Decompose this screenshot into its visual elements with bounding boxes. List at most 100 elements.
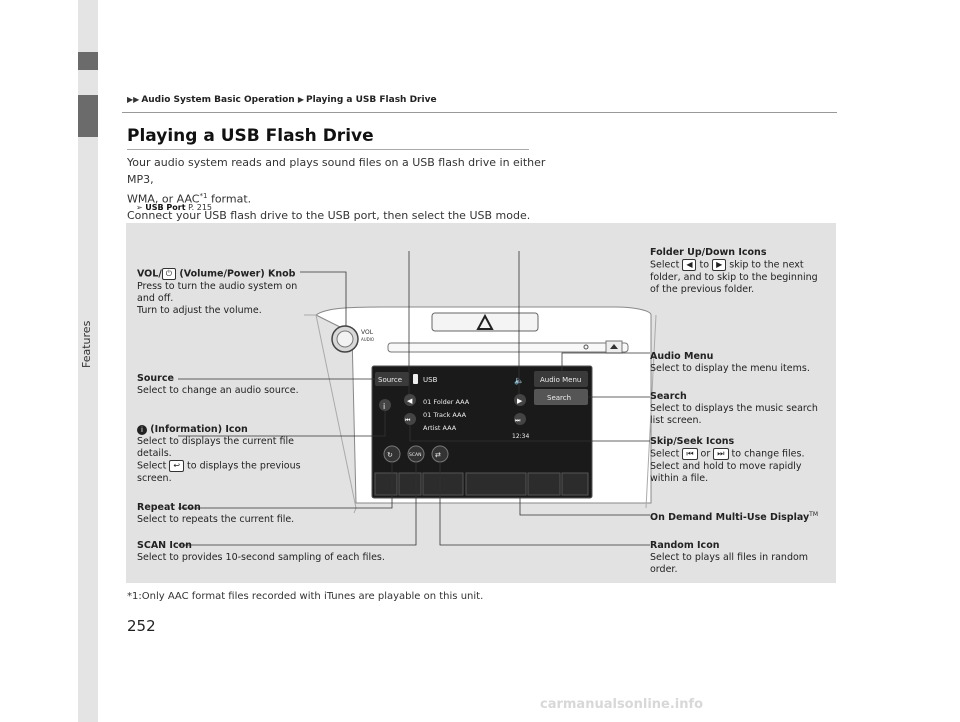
info-icon: i [383, 402, 385, 411]
skip-title: Skip/Seek Icons [650, 436, 735, 447]
xref-arrow-icon: ➢ [136, 203, 143, 212]
side-tab [78, 0, 98, 722]
callout-lines [178, 251, 650, 546]
source-button-label: Source [378, 376, 402, 384]
audio-menu-button[interactable] [534, 371, 588, 387]
cross-reference[interactable]: ➢ USB Port P. 215 [136, 203, 212, 212]
folder-down-button[interactable] [404, 394, 416, 406]
footnote-ref: *1 [199, 192, 208, 200]
watermark: carmanualsonline.info [540, 697, 704, 712]
random-desc-2: order. [650, 564, 678, 575]
folder-desc-1b: to [696, 259, 713, 271]
random-title: Random Icon [650, 540, 720, 551]
scan-desc: Select to provides 10-second sampling of… [137, 552, 385, 563]
scan-label: SCAN [409, 452, 421, 458]
dashboard-edge-right [645, 314, 657, 509]
callout-skip: Skip/Seek Icons Select ⏮ or ⏭ to change … [650, 436, 805, 485]
callout-on-demand: On Demand Multi-Use DisplayTM [650, 509, 818, 524]
od-seat-heater[interactable] [398, 472, 422, 496]
intro-line-2b: format. [207, 192, 252, 206]
callout-repeat: Repeat Icon Select to repeats the curren… [137, 502, 294, 526]
folder-desc-1c: skip to the next [726, 259, 804, 271]
skip-forward-icon: ⏭ [515, 417, 521, 424]
breadcrumb-section[interactable]: Audio System Basic Operation [141, 95, 295, 105]
folder-down-icon: ◀ [682, 259, 697, 271]
dashboard-edge-left [304, 314, 357, 514]
od-seat-heater-right[interactable] [561, 472, 589, 496]
intro-text: Your audio system reads and plays sound … [127, 155, 567, 225]
source-button[interactable] [375, 372, 409, 386]
hazard-bezel [431, 312, 539, 332]
search-button[interactable] [534, 389, 588, 405]
side-tab-marker-active [78, 95, 98, 137]
od-climate[interactable] [527, 472, 561, 496]
search-desc-2: list screen. [650, 415, 702, 426]
random-icon: ⇄ [435, 451, 441, 459]
header-divider [122, 112, 837, 113]
callout-audio-menu: Audio Menu Select to display the menu it… [650, 351, 810, 375]
breadcrumb-page: Playing a USB Flash Drive [305, 95, 437, 105]
xref-label[interactable]: USB Port [145, 203, 186, 212]
vol-label: VOL [361, 329, 374, 336]
power-icon: ⏻ [161, 268, 177, 280]
side-tab-marker [78, 52, 98, 70]
info-button[interactable] [379, 399, 391, 411]
folder-name: 01 Folder AAA [423, 398, 470, 406]
info-desc-3a: Select [137, 460, 170, 472]
vol-desc-2: and off. [137, 292, 174, 304]
ondemand-title: On Demand Multi-Use Display [650, 512, 810, 524]
breadcrumb-arrow-icon: ▶▶ [127, 95, 140, 104]
random-desc-1: Select to plays all files in random [650, 552, 809, 563]
skip-back-button[interactable] [404, 413, 416, 425]
folder-up-button[interactable] [514, 394, 526, 406]
title-underline [127, 149, 529, 150]
vol-desc-1: Press to turn the audio system on [137, 280, 298, 292]
info-title: (Information) Icon [147, 424, 248, 435]
slot-indicator [583, 344, 589, 350]
skip-forward-button[interactable] [514, 413, 526, 425]
menu-desc: Select to display the menu items. [650, 363, 810, 374]
intro-line-2a: WMA, or AAC [127, 192, 200, 206]
folder-up-icon: ▶ [517, 397, 523, 405]
callout-random: Random Icon Select to plays all files in… [650, 540, 808, 576]
breadcrumb-arrow-icon: ▶ [297, 95, 304, 104]
artist-name: Artist AAA [423, 424, 457, 432]
skip-back-icon: ⏮ [682, 448, 698, 460]
skip-desc-1b: or [697, 448, 714, 460]
head-unit-diagram: VOL AUDIO Source USB 🔈 Audio Menu Search… [178, 251, 657, 546]
info-icon: i [137, 424, 147, 435]
disc-slot [387, 342, 629, 353]
page-number: 252 [127, 617, 156, 635]
skip-desc-2: Select and hold to move rapidly [650, 460, 802, 472]
folder-down-icon: ◀ [407, 397, 413, 405]
intro-line-3: Connect your USB flash drive to the USB … [127, 209, 531, 223]
vol-desc-3: Turn to adjust the volume. [137, 304, 262, 316]
callout-vol-knob: VOL/⏻ (Volume/Power) Knob Press to turn … [137, 268, 297, 317]
repeat-desc: Select to repeats the current file. [137, 514, 295, 525]
folder-desc-1a: Select [650, 259, 683, 271]
menu-title: Audio Menu [650, 351, 714, 362]
folder-up-icon: ▶ [712, 259, 727, 271]
audio-menu-label: Audio Menu [540, 376, 581, 384]
side-tab-label: Features [80, 320, 93, 368]
info-desc-2: details. [137, 448, 172, 459]
od-slot-1[interactable] [374, 472, 398, 496]
search-desc-1: Select to displays the music search [650, 403, 818, 414]
callout-scan: SCAN Icon Select to provides 10-second s… [137, 540, 385, 564]
footnote: *1:Only AAC format files recorded with i… [127, 591, 484, 602]
repeat-icon: ↻ [387, 451, 393, 459]
source-desc: Select to change an audio source. [137, 385, 299, 396]
skip-forward-icon: ⏭ [713, 448, 729, 460]
skip-desc-1c: to change files. [728, 448, 805, 460]
folder-title: Folder Up/Down Icons [650, 247, 767, 258]
clock: 12:34 [512, 433, 529, 440]
ondemand-tm: TM [809, 511, 818, 518]
intro-line-2: WMA, or AAC*1 format. [127, 188, 567, 208]
skip-back-icon: ⏮ [405, 417, 411, 424]
callout-info: i (Information) Icon Select to displays … [137, 424, 301, 485]
folder-desc-2: folder, and to skip to the beginning [650, 271, 818, 283]
od-slot-4[interactable] [465, 472, 527, 496]
xref-page: P. 215 [188, 203, 213, 212]
hazard-icon [476, 313, 494, 330]
od-slot-3[interactable] [422, 472, 464, 496]
